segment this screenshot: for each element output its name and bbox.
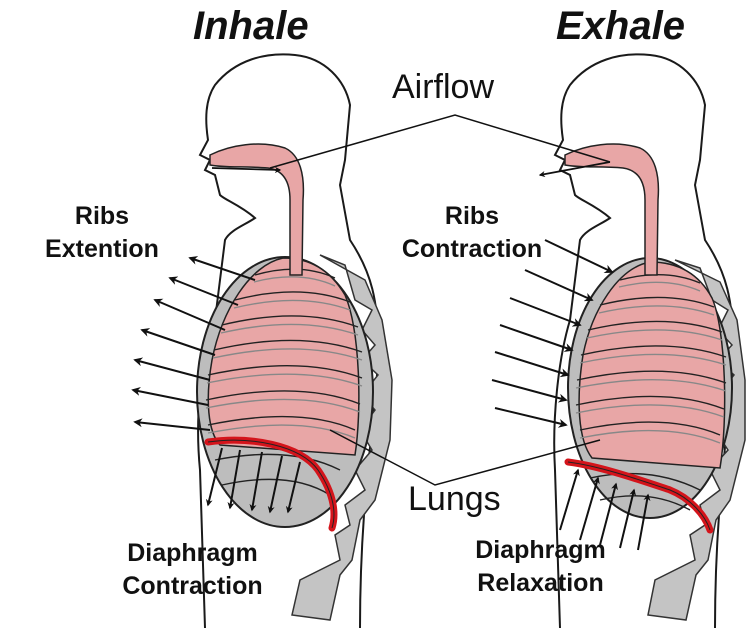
diaphragm-relaxation-line1: Diaphragm: [448, 534, 633, 567]
diaphragm-contraction-label: Diaphragm Contraction: [100, 537, 285, 603]
airflow-leader: [270, 115, 610, 168]
airflow-label: Airflow: [392, 68, 494, 107]
diaphragm-relaxation-line2: Relaxation: [448, 567, 633, 600]
diaphragm-contraction-line2: Contraction: [100, 570, 285, 603]
ribs-extension-line1: Ribs: [22, 200, 182, 233]
ribs-contraction-line2: Contraction: [382, 233, 562, 266]
ribs-contraction-line1: Ribs: [382, 200, 562, 233]
diaphragm-contraction-line1: Diaphragm: [100, 537, 285, 570]
ribs-extension-label: Ribs Extention: [22, 200, 182, 266]
lungs-label: Lungs: [408, 480, 501, 519]
ribs-extension-line2: Extention: [22, 233, 182, 266]
exhale-title: Exhale: [556, 4, 685, 49]
ribs-contraction-label: Ribs Contraction: [382, 200, 562, 266]
diaphragm-relaxation-label: Diaphragm Relaxation: [448, 534, 633, 600]
inhale-title: Inhale: [193, 4, 309, 49]
